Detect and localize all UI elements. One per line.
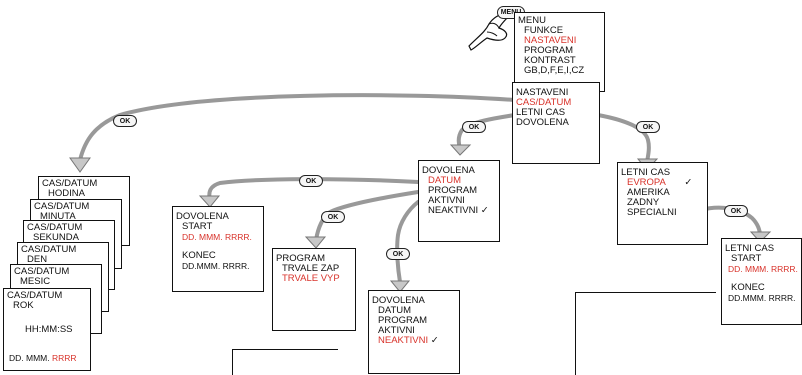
program-title: PROGRAM — [276, 253, 326, 264]
check-icon: ✓ — [430, 335, 439, 346]
cas-card-title: CAS/DATUM — [34, 201, 90, 212]
dovolena-neaktivni-box: DOVOLENA DATUM PROGRAM AKTIVNI NEAKTIVNI… — [368, 290, 460, 374]
letnicas-item-evropa: EVROPA ✓ — [621, 178, 704, 188]
dovolena-datum-title: DOVOLENA — [176, 211, 229, 222]
ok-button-program[interactable]: OK — [321, 211, 345, 223]
frame-fragment-right — [575, 292, 716, 375]
cas-card-sub: HODINA — [48, 188, 85, 199]
ok-button-casdatum[interactable]: OK — [113, 115, 137, 127]
nastaveni-item-letnicas: LETNI CAS — [516, 107, 566, 118]
letni-cas-start-box: LETNI CAS START DD. MMM. RRRR. KONEC DD.… — [721, 238, 802, 325]
cas-time-format: HH:MM:SS — [25, 324, 73, 335]
letnicas-start-label: START — [731, 253, 762, 264]
connector-nastaveni-to-casdatum — [78, 93, 517, 162]
cas-card-rok: CAS/DATUM ROK HH:MM:SS DD. MMM. RRRR — [3, 288, 91, 371]
frame-fragment-left — [232, 349, 338, 375]
ok-button-neaktivni[interactable]: OK — [386, 248, 410, 260]
dovolena-n-aktivni: AKTIVNI — [378, 325, 415, 336]
dovolena-datum-box: DOVOLENA START DD. MMM. RRRR. KONEC DD.M… — [172, 206, 264, 292]
cas-card-title: CAS/DATUM — [7, 290, 63, 301]
arrowhead-casdatum — [69, 157, 91, 173]
arrowhead-neaktivni — [389, 280, 411, 293]
menu-title: MENU — [518, 15, 546, 26]
program-box: PROGRAM TRVALE ZAP TRVALE VYP — [272, 248, 356, 331]
dovolena-item-neaktivni: NEAKTIVNI ✓ — [422, 206, 496, 216]
ok-button-letnicas[interactable]: OK — [636, 121, 660, 133]
dovolena-datum-konec: KONEC — [182, 250, 216, 261]
letnicas-start-title: LETNI CAS — [725, 243, 775, 254]
dovolena-item-neaktivni-label: NEAKTIVNI — [428, 205, 479, 216]
program-item-trvale-zap: TRVALE ZAP — [282, 263, 340, 274]
cas-date-format: DD. MMM. RRRR — [7, 353, 87, 363]
nastaveni-item-dovolena: DOVOLENA — [516, 117, 569, 128]
letnicas-konec-value: DD.MMM. RRRR. — [728, 293, 796, 303]
cas-card-sub: SEKUNDA — [33, 232, 79, 243]
arrowhead-program — [304, 236, 327, 249]
hand-pointer-icon — [468, 13, 511, 51]
menu-item-program: PROGRAM — [524, 45, 574, 56]
menu-item-funkce: FUNKCE — [524, 25, 564, 36]
connector-nastaveni-to-letnicas — [596, 113, 651, 164]
letnicas-start-value: DD. MMM. RRRR. — [728, 264, 798, 274]
dovolena-n-datum: DATUM — [378, 305, 412, 316]
dovolena-n-title: DOVOLENA — [372, 295, 425, 306]
arrowhead-dovolena — [449, 144, 472, 156]
program-item-trvale-vyp: TRVALE VYP — [282, 273, 340, 284]
nastaveni-item-casdatum: CAS/DATUM — [516, 97, 572, 108]
cas-card-title: CAS/DATUM — [21, 244, 77, 255]
cas-card-sub: ROK — [13, 300, 34, 311]
dovolena-item-program: PROGRAM — [428, 185, 478, 196]
cas-date-prefix: DD. MMM. — [9, 353, 50, 363]
arrowhead-letnicas-start — [749, 231, 772, 243]
ok-button-dovolena[interactable]: OK — [462, 121, 486, 133]
check-icon: ✓ — [480, 205, 489, 216]
dovolena-n-program: PROGRAM — [378, 315, 428, 326]
menu-box: MENU FUNKCE NASTAVENI PROGRAM KONTRAST G… — [514, 12, 605, 92]
dovolena-datum-start: START — [182, 221, 213, 232]
ok-button-datum[interactable]: OK — [299, 175, 323, 187]
letnicas-item-specialni: SPECIALNI — [627, 207, 677, 218]
dovolena-item-aktivni: AKTIVNI — [428, 195, 465, 206]
dovolena-menu-box: DOVOLENA DATUM PROGRAM AKTIVNI NEAKTIVNI… — [418, 160, 500, 242]
connector-letnicas-to-start — [698, 205, 762, 238]
cas-card-sub: MINUTA — [40, 211, 76, 222]
letnicas-item-evropa-label: EVROPA — [627, 177, 666, 188]
arrowhead-datum — [198, 195, 221, 208]
cas-date-year: RRRR — [51, 353, 77, 363]
letnicas-item-zadny: ZADNY — [627, 197, 660, 208]
cas-card-sub: MESIC — [20, 276, 51, 287]
letnicas-konec-label: KONEC — [731, 282, 765, 293]
cas-card-title: CAS/DATUM — [42, 178, 98, 189]
dovolena-datum-konec-value: DD.MMM. RRRR. — [182, 261, 250, 271]
nastaveni-box: NASTAVENI CAS/DATUM LETNI CAS DOVOLENA — [512, 82, 600, 164]
letni-cas-menu-box: LETNI CAS EVROPA ✓ AMERIKA ZADNY SPECIAL… — [617, 162, 708, 245]
dovolena-item-datum: DATUM — [428, 175, 462, 186]
cas-card-title: CAS/DATUM — [14, 266, 70, 277]
check-icon: ✓ — [684, 177, 693, 188]
dovolena-n-neaktivni: NEAKTIVNI ✓ — [372, 336, 456, 346]
connector-dovolena-to-neaktivni — [395, 200, 420, 284]
cas-card-sub: DEN — [27, 254, 48, 265]
menu-item-kontrast: KONTRAST — [524, 55, 576, 66]
menu-item-languages: GB,D,F,E,I,CZ — [524, 65, 585, 76]
dovolena-title: DOVOLENA — [422, 165, 475, 176]
nastaveni-title: NASTAVENI — [516, 87, 569, 98]
dovolena-datum-start-value: DD. MMM. RRRR. — [182, 232, 252, 242]
cas-card-title: CAS/DATUM — [27, 222, 83, 233]
ok-button-letnicas-start[interactable]: OK — [724, 205, 748, 217]
dovolena-n-neaktivni-label: NEAKTIVNI — [378, 335, 429, 346]
menu-item-nastaveni: NASTAVENI — [524, 35, 577, 46]
connector-dovolena-to-datum — [207, 177, 420, 202]
letnicas-title: LETNI CAS — [621, 167, 671, 178]
letnicas-item-amerika: AMERIKA — [627, 187, 670, 198]
